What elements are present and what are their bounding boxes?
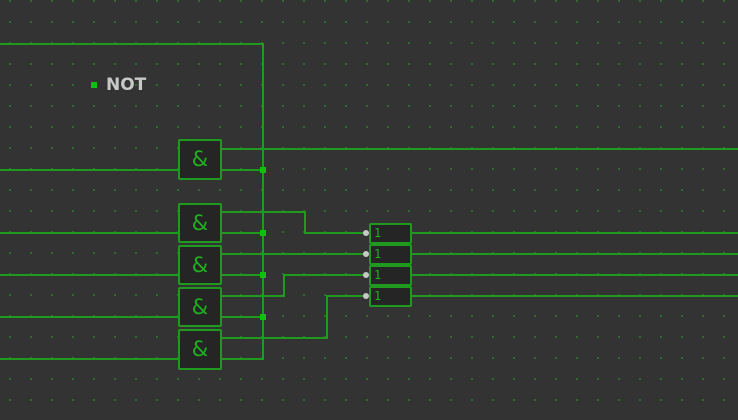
gate-symbol: & [191,337,209,361]
junction-dot [260,230,266,236]
wire[interactable] [222,274,366,297]
wire[interactable] [222,295,366,339]
inverter-bubble-icon [363,230,369,236]
text-label[interactable]: NOT [106,75,147,95]
wire-junctions [260,167,266,320]
not-gate[interactable]: 1 [369,244,412,265]
not-gate[interactable]: 1 [369,265,412,286]
not-gate[interactable]: 1 [369,286,412,307]
and-gate[interactable]: & [178,245,222,285]
and-gate[interactable]: & [178,329,222,370]
and-gate[interactable]: & [178,139,222,180]
inverter-bubbles [363,230,369,299]
gate-symbol: 1 [374,247,382,261]
label-anchor-icon[interactable] [91,82,97,88]
junction-dot [260,167,266,173]
gate-symbol: 1 [374,268,382,282]
inverter-bubble-icon [363,251,369,257]
junction-dot [260,314,266,320]
and-gate[interactable]: & [178,203,222,243]
gate-symbol: & [191,211,209,235]
and-gate[interactable]: & [178,287,222,327]
inverter-bubble-icon [363,272,369,278]
gate-symbol: & [191,253,209,277]
gate-symbol: 1 [374,289,382,303]
inverter-bubble-icon [363,293,369,299]
gate-symbol: & [191,147,209,171]
wire[interactable] [222,211,366,234]
gate-symbol: & [191,295,209,319]
gate-symbol: 1 [374,226,382,240]
wire[interactable] [0,43,264,360]
junction-dot [260,272,266,278]
grid-dots [9,0,725,401]
wires [0,43,738,360]
not-gate[interactable]: 1 [369,223,412,244]
